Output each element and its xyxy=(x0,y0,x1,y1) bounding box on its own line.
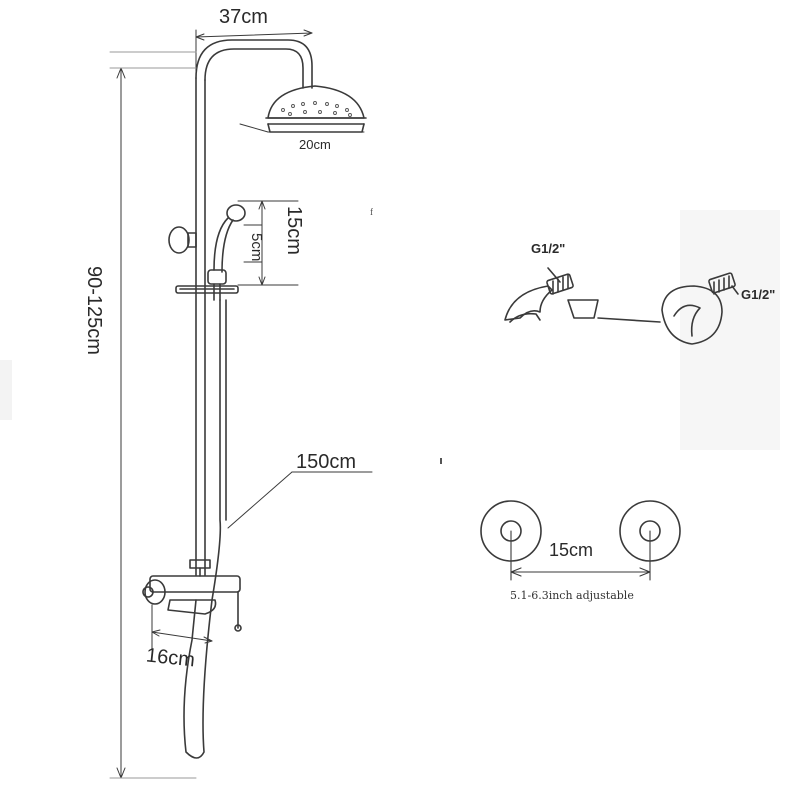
stray-mark: f xyxy=(370,207,373,217)
mixer-valve-icon xyxy=(142,559,242,632)
spout-length-label: 16cm xyxy=(144,644,196,672)
adjustable-note: 5.1-6.3inch adjustable xyxy=(510,589,634,602)
hose-leader xyxy=(227,471,373,529)
center-spacing-label: 15cm xyxy=(549,540,594,560)
left-eccentric-connector-icon xyxy=(504,267,661,323)
upper-wall-bracket xyxy=(168,226,197,254)
arm-dimension xyxy=(109,29,313,79)
spout-dimension xyxy=(151,604,213,651)
handheld-height-label: 15cm xyxy=(283,206,305,255)
hose xyxy=(183,299,227,759)
arm-length-label: 37cm xyxy=(219,6,268,28)
flange-spacing-dimension xyxy=(510,530,651,581)
right-thread-label: G1/2" xyxy=(741,287,776,302)
shower-arm xyxy=(195,39,313,89)
total-height-label: 90-125cm xyxy=(83,266,105,355)
rain-shower-head-icon xyxy=(265,85,367,133)
handheld-dimension xyxy=(237,200,299,286)
right-eccentric-connector-icon xyxy=(661,272,739,345)
slide-bar-bracket xyxy=(175,285,239,294)
riser-pipe xyxy=(195,77,206,576)
hose-length-label: 150cm xyxy=(296,451,357,473)
handheld-offset-label: 5cm xyxy=(248,233,265,262)
total-height-dimension xyxy=(109,67,197,779)
handheld-shower-icon xyxy=(207,204,246,301)
left-thread-label: G1/2" xyxy=(531,241,566,256)
head-diameter-label: 20cm xyxy=(299,137,331,152)
background-ghost-left xyxy=(0,360,12,420)
stray-dot xyxy=(440,458,442,464)
head-diameter-leader xyxy=(239,123,365,133)
background-ghost-right xyxy=(680,210,780,450)
